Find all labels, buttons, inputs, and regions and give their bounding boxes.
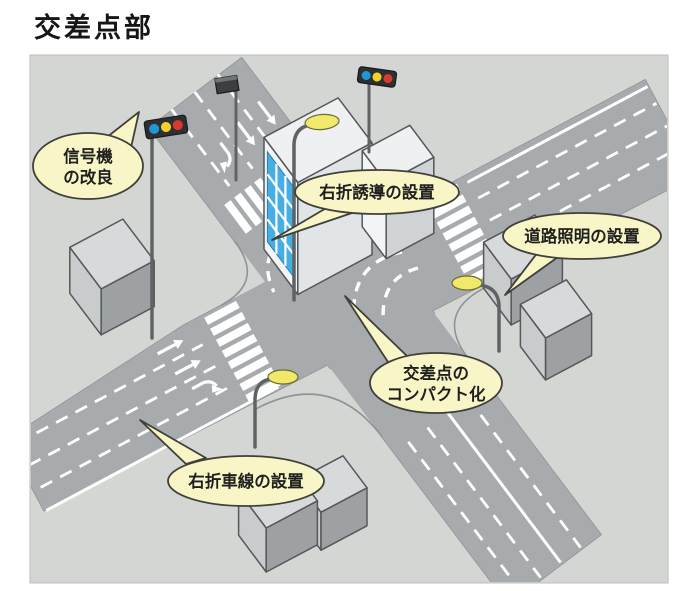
callout-text: 交差点の [403, 363, 469, 383]
page-title: 交差点部 [34, 13, 154, 43]
road-nw-se-markings [170, 73, 582, 582]
traffic-signal-left [143, 114, 189, 340]
signal-light-blue [149, 123, 160, 134]
callout-bubble [294, 169, 460, 215]
callout-right-turn-lane: 右折車線の設置 [139, 419, 325, 507]
street-lamp [304, 113, 340, 131]
building-left-cube [69, 218, 155, 336]
traffic-signal-back [214, 74, 240, 182]
street-lamp [451, 275, 483, 291]
signal-light-yellow [161, 122, 171, 132]
signal-light-yellow [372, 72, 382, 82]
callout-text: コンパクト化 [387, 384, 487, 404]
traffic-signal-right [356, 66, 398, 154]
callout-bubble [32, 132, 144, 200]
street-light-bottom [253, 369, 299, 449]
callout-road-lighting: 道路照明の設置 [502, 212, 662, 296]
signal-light-red [172, 120, 183, 131]
street-light-top [292, 113, 340, 302]
building-right-cube-2 [519, 279, 593, 381]
callout-bubble [167, 455, 325, 507]
callout-text: 道路照明の設置 [524, 226, 640, 246]
callout-signal-improvement: 信号機 の改良 [32, 111, 144, 200]
street-lamp [267, 369, 299, 385]
corner-fillet-south [255, 369, 383, 437]
callout-right-turn-guidance: 右折誘導の設置 [271, 169, 460, 241]
callout-text: 右折誘導の設置 [319, 182, 435, 202]
callout-text: 右折車線の設置 [188, 471, 304, 491]
signal-light-blue [361, 70, 371, 80]
callout-text: 信号機 [63, 146, 113, 166]
callout-compact-intersection: 交差点の コンパクト化 [344, 295, 503, 414]
street-light-right [451, 275, 501, 353]
callout-bubble [369, 352, 503, 414]
callout-text: の改良 [63, 167, 113, 187]
signal-light-red [383, 74, 393, 84]
callout-bubble [502, 212, 662, 260]
